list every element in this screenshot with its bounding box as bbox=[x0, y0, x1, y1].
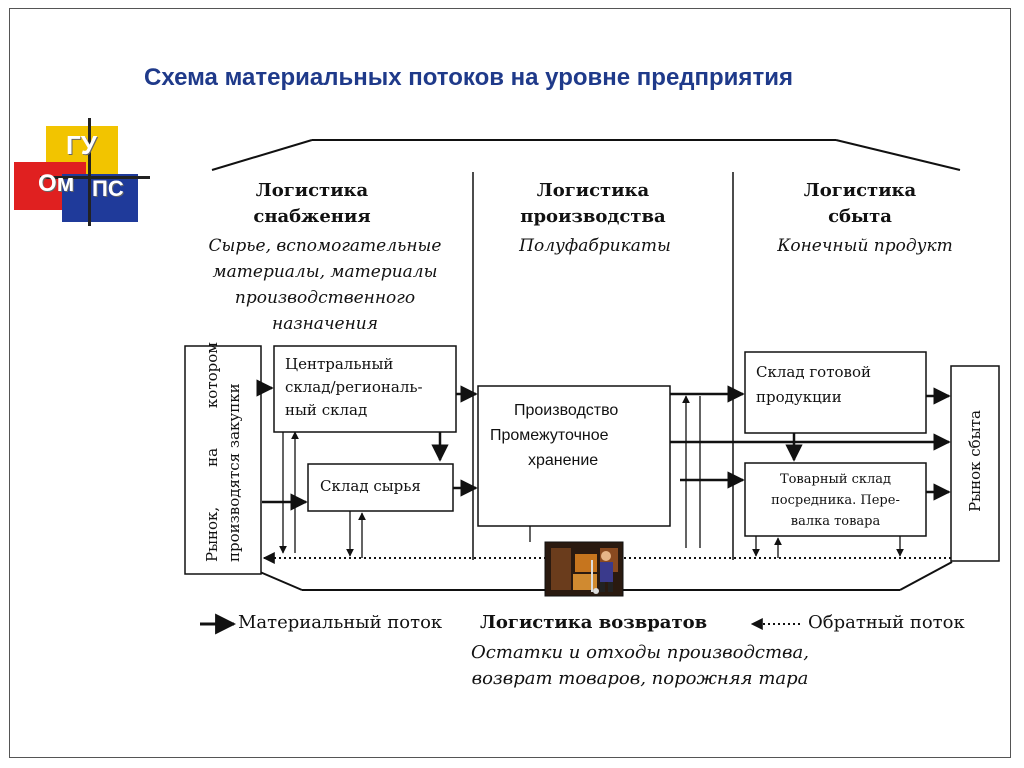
heading-production-line2: производства bbox=[520, 206, 666, 227]
production-line1: Производство bbox=[514, 402, 619, 419]
subtitle-supply-line3: производственного bbox=[234, 288, 416, 308]
logo-text-gu: ГУ bbox=[66, 130, 97, 160]
central-warehouse-line2: склад/региональ- bbox=[285, 378, 423, 396]
material-flow-arrows bbox=[256, 379, 951, 511]
returns-subtitle: Остатки и отходы производства, возврат т… bbox=[440, 640, 840, 692]
returns-subtitle-line1: Остатки и отходы производства, bbox=[471, 642, 809, 663]
subtitle-supply-line2: материалы, материалы bbox=[212, 262, 438, 282]
market-left-word1: Рынок, bbox=[203, 506, 221, 562]
logo-blue-block bbox=[62, 174, 138, 222]
market-left-word2: на bbox=[203, 447, 221, 467]
heading-sales: Логистика сбыта bbox=[780, 178, 940, 230]
box-raw-warehouse bbox=[307, 463, 454, 512]
market-left-word3: котором bbox=[203, 342, 221, 409]
logo-cross-horizontal bbox=[40, 176, 150, 179]
heading-production: Логистика производства bbox=[508, 178, 678, 230]
box-central-warehouse bbox=[273, 345, 457, 433]
market-left-line2: производятся закупки bbox=[225, 383, 243, 562]
returns-heading: Логистика возвратов bbox=[480, 612, 708, 633]
page-title: Схема материальных потоков на уровне пре… bbox=[144, 64, 793, 91]
subtitle-supply: Сырье, вспомогательные материалы, матери… bbox=[190, 233, 460, 337]
logo-text-ps: ПС bbox=[92, 176, 124, 201]
heading-supply: Логистика снабжения bbox=[232, 178, 392, 230]
legend-material-label: Материальный поток bbox=[238, 612, 443, 633]
vertical-flow-lines bbox=[279, 395, 904, 558]
heading-supply-line1: Логистика bbox=[255, 180, 369, 201]
subtitle-supply-line1: Сырье, вспомогательные bbox=[208, 236, 442, 256]
finished-warehouse-line2: продукции bbox=[756, 388, 842, 406]
intermediary-line3: валка товара bbox=[790, 514, 881, 529]
box-finished-warehouse bbox=[744, 351, 927, 434]
logo-text-om: Ом bbox=[38, 170, 75, 197]
central-warehouse-line3: ный склад bbox=[285, 401, 368, 419]
label-central-warehouse: Центральный склад/региональ- ный склад bbox=[285, 353, 423, 422]
logo-cross-vertical bbox=[88, 118, 91, 226]
label-raw-warehouse: Склад сырья bbox=[320, 477, 421, 495]
box-intermediary-warehouse bbox=[744, 462, 927, 537]
subtitle-sales-line1: Конечный продукт bbox=[777, 236, 953, 256]
subtitle-production-line1: Полуфабрикаты bbox=[519, 236, 671, 256]
production-line2: Промежуточное bbox=[490, 427, 609, 444]
box-market-right bbox=[950, 365, 1000, 562]
finished-warehouse-line1: Склад готовой bbox=[756, 363, 872, 381]
heading-sales-line1: Логистика bbox=[803, 180, 917, 201]
label-finished-warehouse: Склад готовой продукции bbox=[756, 360, 871, 410]
production-line3: хранение bbox=[528, 452, 599, 469]
returns-subtitle-line2: возврат товаров, порожняя тара bbox=[471, 668, 809, 689]
intermediary-line1: Товарный склад bbox=[779, 472, 892, 487]
heading-sales-line2: сбыта bbox=[828, 206, 892, 227]
top-roof bbox=[211, 139, 961, 171]
worker-illustration bbox=[544, 541, 624, 597]
subtitle-supply-line4: назначения bbox=[272, 314, 378, 334]
central-warehouse-line1: Центральный bbox=[285, 355, 394, 373]
intermediary-line2: посредника. Пере- bbox=[771, 493, 900, 508]
slide-frame bbox=[9, 8, 1011, 758]
subtitle-sales: Конечный продукт bbox=[760, 233, 970, 259]
box-production bbox=[477, 385, 671, 527]
heading-supply-line2: снабжения bbox=[253, 206, 371, 227]
box-market-left bbox=[184, 345, 262, 575]
legend-reverse-label: Обратный поток bbox=[808, 612, 965, 633]
subtitle-production: Полуфабрикаты bbox=[500, 233, 690, 259]
heading-production-line1: Логистика bbox=[536, 180, 650, 201]
label-production: Производство Промежуточное хранение bbox=[490, 398, 660, 473]
label-intermediary-warehouse: Товарный склад посредника. Пере- валка т… bbox=[748, 469, 923, 532]
